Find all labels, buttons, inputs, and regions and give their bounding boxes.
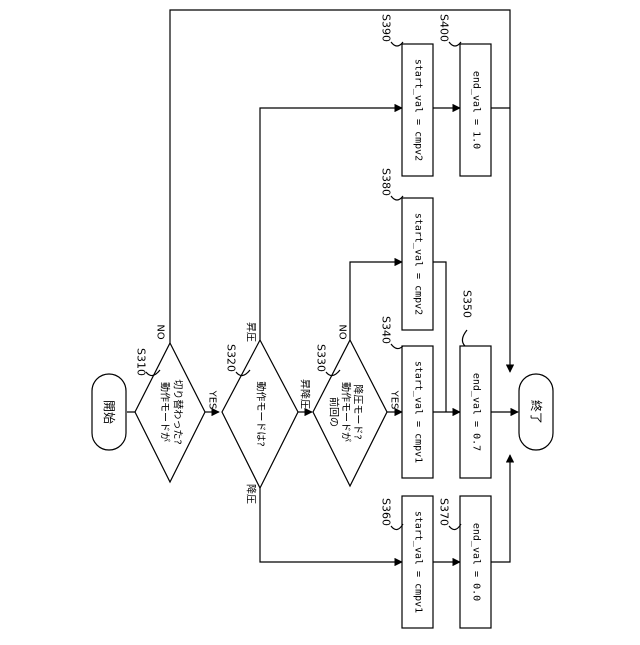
- branch-label-s320-up: 昇圧: [245, 322, 257, 342]
- decision-s310: 動作モードが 切り替わった? S310: [135, 343, 206, 482]
- process-s360-step: S360: [380, 498, 393, 526]
- process-s390: start_val = cmpv2 S390: [380, 14, 434, 176]
- decision-s330: 前回の 動作モードが 降圧モード? S330: [313, 340, 387, 486]
- process-s390-text: start_val = cmpv2: [413, 59, 424, 161]
- process-s400-step: S400: [438, 14, 451, 42]
- connector-s320-up: [260, 108, 402, 340]
- decision-s330-line2: 動作モードが: [340, 382, 353, 442]
- process-s390-step: S390: [380, 14, 393, 42]
- decision-s330-line1: 前回の: [328, 397, 341, 427]
- start-terminal: 開始: [92, 374, 126, 450]
- leader-s340: [391, 344, 403, 349]
- leader-s390: [391, 42, 403, 46]
- branch-label-s330-no: NO: [337, 324, 348, 339]
- connector-s330-no: [350, 262, 402, 340]
- branch-label-s320-down: 降圧: [245, 484, 258, 504]
- decision-s330-line3: 降圧モード?: [352, 384, 365, 439]
- process-s370-step: S370: [438, 498, 451, 526]
- end-terminal-label: 終了: [529, 400, 544, 424]
- connector-s380-to-s350: [433, 262, 446, 412]
- connectors: [127, 10, 518, 562]
- process-s340-text: start_val = cmpv1: [413, 361, 424, 463]
- decision-s320-line1: 動作モードは?: [255, 381, 268, 446]
- leader-s350: [462, 330, 467, 346]
- process-s350-step: S350: [461, 290, 474, 318]
- process-s350: end_val = 0.7 S350: [460, 290, 491, 478]
- end-terminal: 終了: [519, 374, 553, 450]
- leader-s400: [449, 42, 461, 46]
- process-s340-step: S340: [380, 316, 393, 344]
- connector-s370-to-end: [491, 455, 510, 562]
- process-s400: end_val = 1.0 S400: [438, 14, 492, 176]
- branch-label-s310-yes: YES: [207, 390, 218, 410]
- start-terminal-label: 開始: [102, 400, 116, 424]
- process-s400-text: end_val = 1.0: [471, 71, 482, 149]
- process-s360-text: start_val = cmpv1: [413, 511, 424, 613]
- process-s370-text: end_val = 0.0: [471, 523, 482, 601]
- decision-s310-line1: 動作モードが: [159, 382, 172, 442]
- branch-label-s310-no: NO: [155, 324, 166, 339]
- decision-s330-step: S330: [315, 344, 328, 372]
- process-s380-text: start_val = cmpv2: [413, 213, 424, 315]
- branch-label-s330-yes: YES: [389, 390, 400, 410]
- process-s380-step: S380: [380, 168, 393, 196]
- connector-s310-no: [170, 10, 510, 372]
- decision-s310-line2: 切り替わった?: [172, 379, 185, 444]
- process-s350-text: end_val = 0.7: [471, 373, 482, 451]
- process-s380: start_val = cmpv2 S380: [380, 168, 434, 330]
- decision-s310-step: S310: [135, 348, 148, 376]
- process-s340: start_val = cmpv1 S340: [380, 316, 434, 478]
- leader-s380: [391, 196, 403, 200]
- decision-s320-step: S320: [225, 344, 238, 372]
- decision-s320: 動作モードは? S320: [222, 340, 298, 488]
- branch-label-s320-updown: 昇降圧: [299, 379, 312, 409]
